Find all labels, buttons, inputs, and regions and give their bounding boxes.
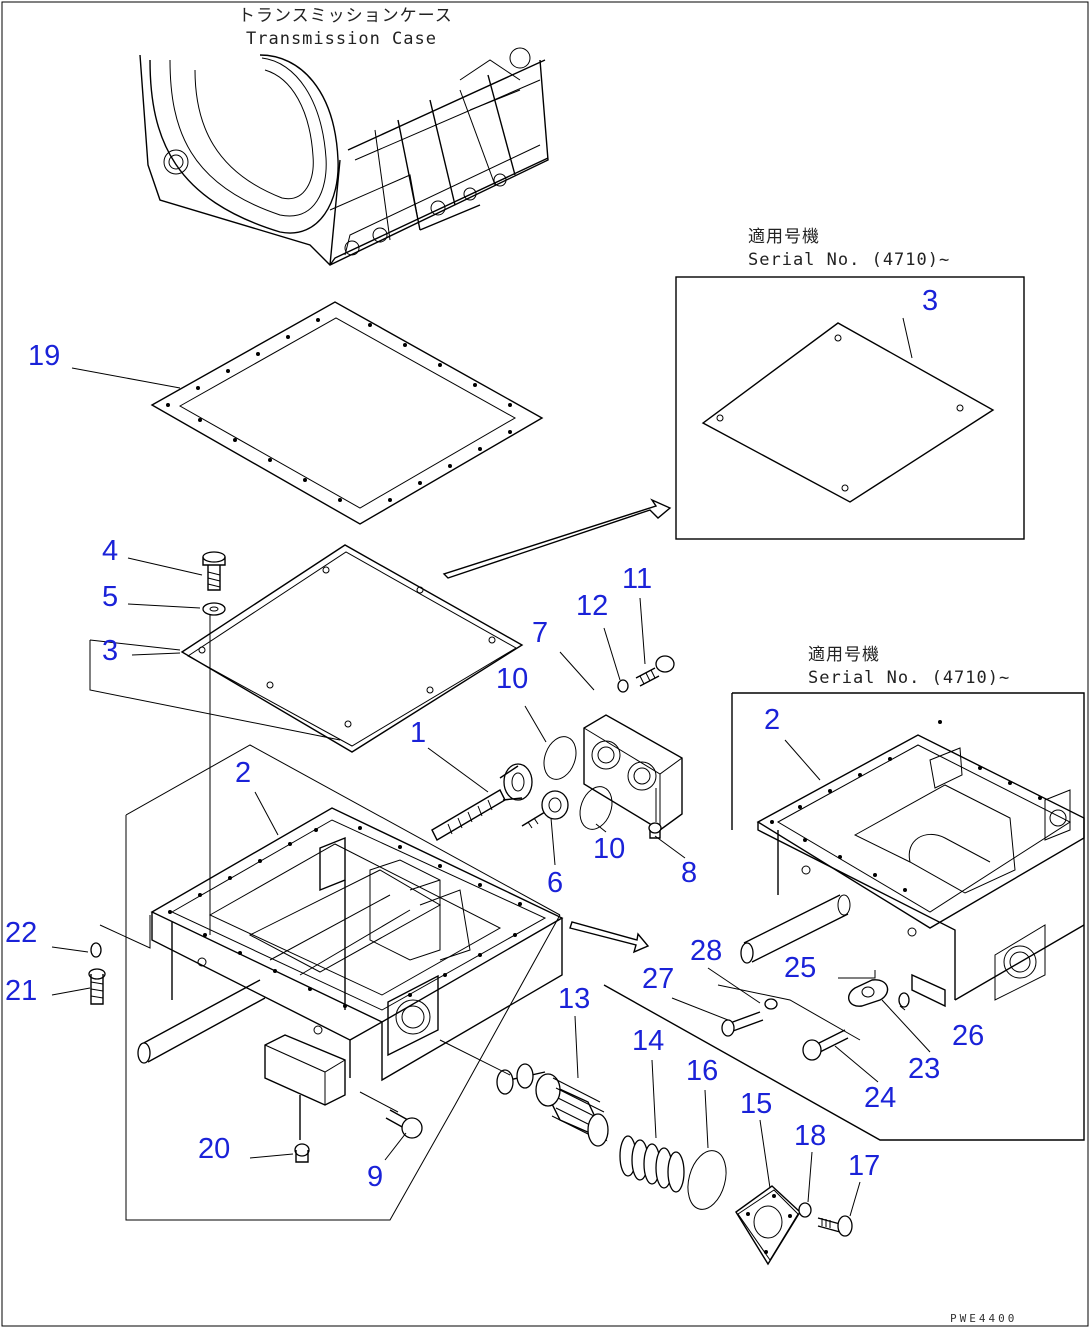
part-label-2-inset: 2	[764, 704, 780, 736]
part-label-21: 21	[5, 975, 37, 1007]
part-label-11: 11	[622, 563, 652, 595]
part-label-7: 7	[532, 617, 548, 649]
part-label-14: 14	[632, 1025, 664, 1057]
part-label-1: 1	[410, 717, 426, 749]
case-label-jp: トランスミッションケース	[238, 6, 453, 26]
plug-bracket	[99, 915, 151, 949]
part-label-26: 26	[952, 1020, 984, 1052]
serial-box-upper	[675, 276, 1025, 540]
washer-28	[764, 998, 778, 1010]
part-label-25: 25	[784, 952, 816, 984]
serial-note-upper-jp: 適用号機	[748, 227, 820, 247]
washer-5	[202, 602, 226, 616]
part-label-10-lower: 10	[593, 833, 625, 865]
bolt-17	[817, 1215, 853, 1237]
valve-6	[521, 790, 569, 829]
plug-20	[294, 1095, 310, 1163]
bolt-4	[202, 551, 226, 591]
plug-8	[648, 822, 662, 839]
washer-18	[798, 1202, 812, 1218]
part-label-15: 15	[740, 1088, 772, 1120]
part-label-27: 27	[642, 963, 674, 995]
oil-pan-2-inset	[740, 720, 1085, 1008]
leader-lines	[51, 317, 931, 1217]
cover-bracket	[89, 639, 341, 741]
arrow-middle	[569, 921, 650, 954]
bolt-27	[721, 1011, 764, 1037]
serial-note-lower-jp: 適用号機	[808, 645, 880, 665]
part-label-18: 18	[794, 1120, 826, 1152]
bolt-21	[88, 968, 106, 1005]
bracket-25	[838, 970, 876, 979]
part-label-24: 24	[864, 1082, 896, 1114]
part-label-17: 17	[848, 1150, 880, 1182]
o-ring-16	[687, 1150, 727, 1210]
strainer-element-13	[496, 1063, 609, 1147]
part-label-5: 5	[102, 581, 118, 613]
flange-23	[847, 979, 889, 1007]
cover-plate-3-inset	[701, 322, 995, 503]
part-label-10-upper: 10	[496, 663, 528, 695]
cover-15	[735, 1185, 801, 1266]
arrow-upper	[442, 498, 672, 579]
o-ring-26	[898, 992, 910, 1008]
serial-note-upper-en: Serial No. (4710)~	[748, 250, 950, 270]
part-label-19: 19	[28, 340, 60, 372]
strainer-1	[431, 763, 533, 841]
part-label-12: 12	[576, 590, 608, 622]
o-ring-10-upper	[543, 736, 577, 780]
cover-plate-3	[180, 544, 524, 753]
part-label-9: 9	[367, 1161, 383, 1193]
part-label-6: 6	[547, 867, 563, 899]
part-label-4: 4	[102, 535, 118, 567]
part-label-28: 28	[690, 935, 722, 967]
oil-pan-2	[137, 807, 564, 1106]
washer-12	[617, 679, 629, 693]
spring-14	[619, 1135, 685, 1193]
cover-7	[583, 714, 683, 831]
case-label-en: Transmission Case	[246, 29, 437, 49]
guide-27	[717, 984, 861, 1041]
axis-lines-lower	[359, 1039, 511, 1113]
plug-9	[385, 1109, 423, 1139]
bolt-24	[802, 1029, 849, 1061]
washer-22	[90, 942, 102, 958]
bolt-11	[635, 655, 675, 687]
part-label-13: 13	[558, 983, 590, 1015]
part-label-3: 3	[102, 635, 118, 667]
serial-note-lower-en: Serial No. (4710)~	[808, 668, 1010, 688]
part-label-16: 16	[686, 1055, 718, 1087]
o-ring-10-lower	[579, 786, 613, 830]
drawing-code: PWE4400	[950, 1312, 1017, 1325]
part-label-20: 20	[198, 1133, 230, 1165]
part-label-22: 22	[5, 917, 37, 949]
serial-box-lower	[603, 692, 1085, 1141]
gasket-19	[150, 301, 544, 525]
part-number-labels: 19 3 4 5 3 12 11 7 10 1 10 2 6 8 2 22 21…	[5, 285, 984, 1193]
pan-bracket	[125, 744, 561, 1221]
part-label-8: 8	[681, 857, 697, 889]
transmission-case-drawing	[139, 47, 549, 266]
part-label-3-inset: 3	[922, 285, 938, 317]
part-label-2: 2	[235, 757, 251, 789]
part-label-23: 23	[908, 1053, 940, 1085]
